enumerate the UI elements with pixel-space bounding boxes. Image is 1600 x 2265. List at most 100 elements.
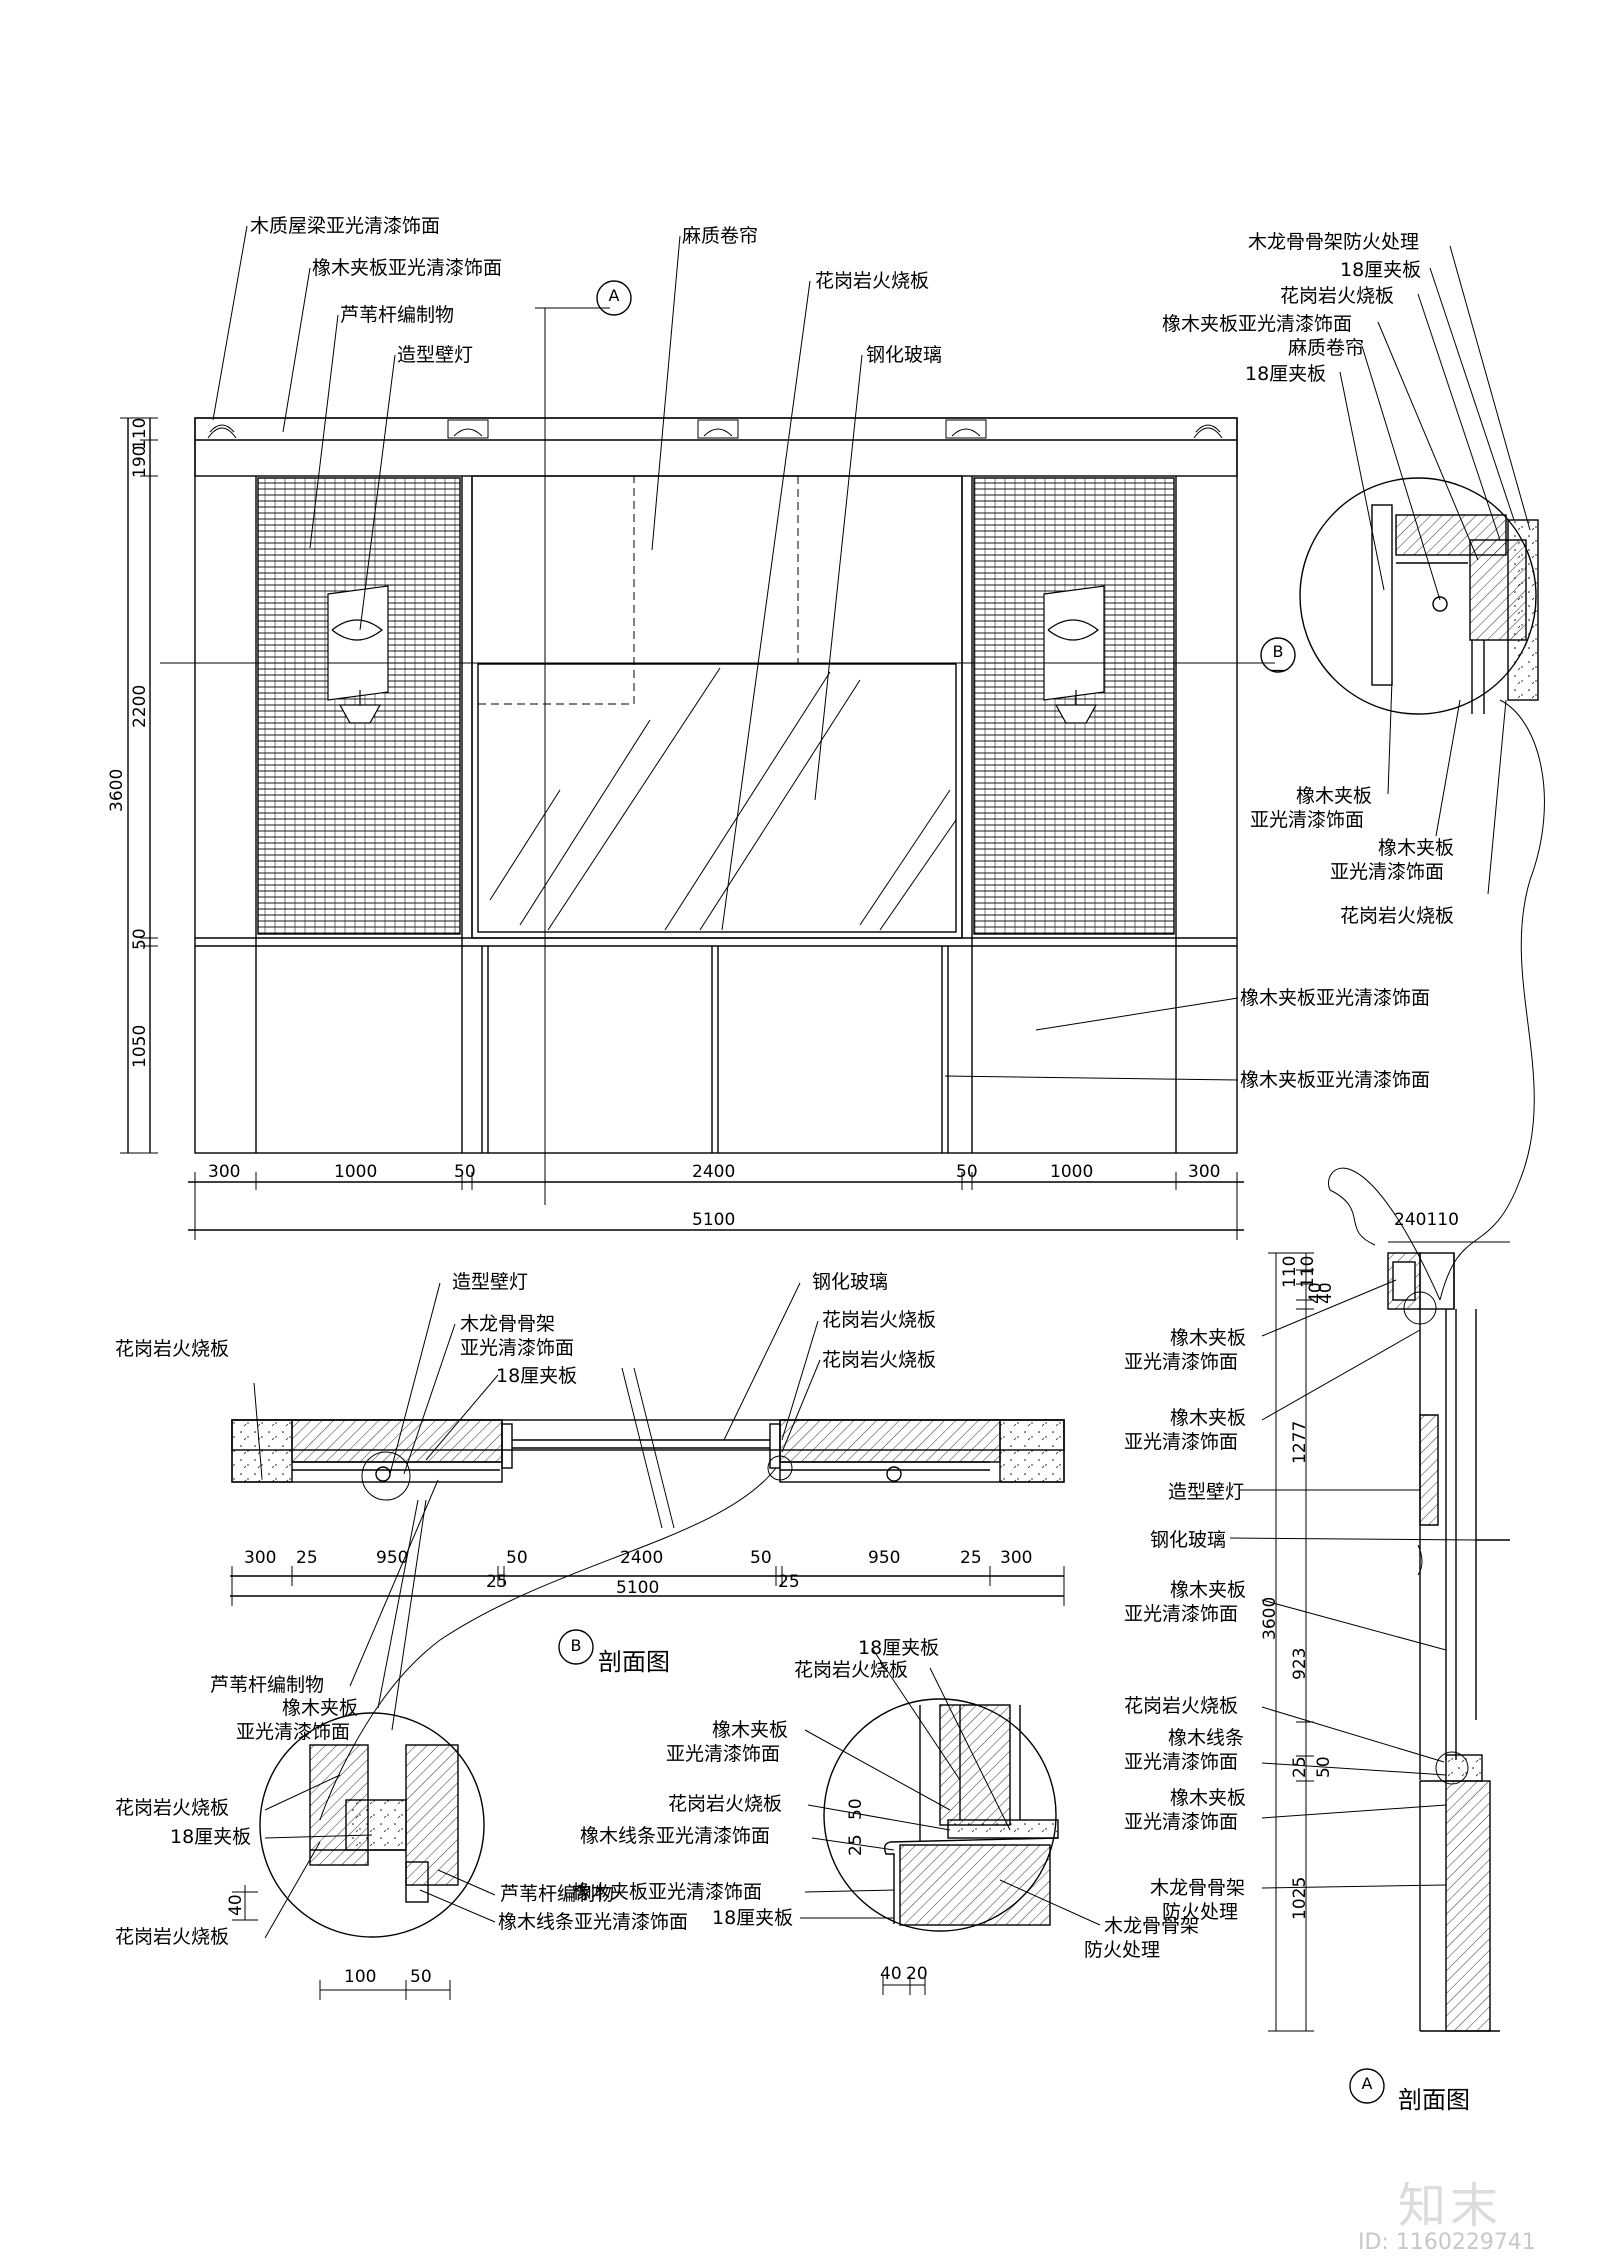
mid-label-ply18-b: 18厘夹板: [712, 1907, 794, 1929]
label-reed-weave: 芦苇杆编制物: [340, 304, 455, 326]
label-beam-finish: 木质屋梁亚光清漆饰面: [250, 215, 441, 237]
detail-small: [232, 1712, 496, 2000]
secA-label-oak4-1: 橡木夹板: [1170, 1787, 1247, 1809]
section-a-drawing: [1229, 1167, 1510, 2104]
secA-dim-40-b: 40: [1316, 1282, 1336, 1304]
plan-dim-25-left: 25: [296, 1548, 318, 1568]
label-oak-veneer-top: 橡木夹板亚光清漆饰面: [312, 257, 503, 279]
secA-label-oak2-1: 橡木夹板: [1170, 1407, 1247, 1429]
small-label-reed: 芦苇杆编制物: [500, 1883, 615, 1905]
label-tempered-glass: 钢化玻璃: [866, 344, 943, 366]
section-mark-b-dash: —: [1270, 660, 1286, 679]
secA-label-oak3-1: 橡木夹板: [1170, 1579, 1247, 1601]
plan-section-mark: B: [570, 1636, 582, 1655]
watermark-brand: 知末: [1398, 2178, 1503, 2234]
label-ply18: 18厘夹板: [1340, 259, 1422, 281]
secA-section-mark: A: [1361, 2074, 1373, 2093]
dim-v-1050: 1050: [130, 1024, 150, 1068]
mid-label-granite: 花岗岩火烧板: [794, 1659, 909, 1681]
small-label-granite-1: 花岗岩火烧板: [115, 1797, 230, 1819]
dim-h-50-left: 50: [454, 1162, 476, 1182]
secA-dim-110-a: 110: [1280, 1255, 1300, 1288]
label-oak-lower-1: 橡木夹板亚光清漆饰面: [1240, 987, 1431, 1009]
dim-h-total: 5100: [692, 1210, 736, 1230]
plan-dim-25-right: 25: [960, 1548, 982, 1568]
mid-label-oak-1: 橡木夹板: [712, 1719, 789, 1741]
plan-dim-5100: 5100: [616, 1578, 660, 1598]
dim-h-1000-left: 1000: [334, 1162, 378, 1182]
mid-label-oakline: 橡木线条亚光清漆饰面: [580, 1825, 771, 1847]
secA-label-keel-2: 防火处理: [1162, 1901, 1239, 1923]
mid-label-keel-2: 防火处理: [1084, 1939, 1161, 1961]
secA-label-line-2: 亚光清漆饰面: [1124, 1751, 1239, 1773]
plan-dim-25-low-right: 25: [778, 1572, 800, 1592]
mid-label-oak-2: 亚光清漆饰面: [666, 1743, 781, 1765]
secA-label-oak1-2: 亚光清漆饰面: [1124, 1351, 1239, 1373]
dim-h-1000-right: 1000: [1050, 1162, 1094, 1182]
secA-label-granite: 花岗岩火烧板: [1124, 1695, 1239, 1717]
mid-label-keel-1: 木龙骨骨架: [1104, 1915, 1200, 1937]
label-oak3-line1: 橡木夹板: [1378, 837, 1455, 859]
wall-lamp-left: [327, 585, 389, 724]
plan-dim-950-left: 950: [376, 1548, 409, 1568]
dim-v-2200: 2200: [130, 684, 150, 728]
secA-label-glass: 钢化玻璃: [1150, 1529, 1227, 1551]
plan-label-granite-r2: 花岗岩火烧板: [822, 1349, 937, 1371]
label-linen-blind: 麻质卷帘: [682, 225, 759, 247]
plan-dim-50-right: 50: [750, 1548, 772, 1568]
label-granite-top: 花岗岩火烧板: [815, 270, 930, 292]
plan-dim-50-left: 50: [506, 1548, 528, 1568]
wall-lamp-right: [1043, 585, 1105, 724]
label-oak3-line2: 亚光清漆饰面: [1330, 861, 1445, 883]
label-granite-2: 花岗岩火烧板: [1340, 905, 1455, 927]
plan-label-granite-left: 花岗岩火烧板: [115, 1338, 230, 1360]
small-dim-50: 50: [410, 1967, 432, 1987]
secA-dim-1277: 1277: [1290, 1420, 1310, 1464]
plan-section-b: [230, 1282, 1065, 1821]
small-label-ply18: 18厘夹板: [170, 1826, 252, 1848]
plan-label-glass: 钢化玻璃: [812, 1271, 889, 1293]
dim-v-50: 50: [130, 928, 150, 950]
secA-dim-3600: 3600: [1260, 1596, 1280, 1640]
plan-label-keel-1: 木龙骨骨架: [460, 1313, 556, 1335]
secA-section-title: 剖面图: [1398, 2086, 1470, 2114]
secA-label-oak1-1: 橡木夹板: [1170, 1327, 1247, 1349]
label-granite: 花岗岩火烧板: [1280, 285, 1395, 307]
label-keel: 木龙骨骨架防火处理: [1248, 231, 1420, 253]
secA-dim-top: 240110: [1394, 1210, 1459, 1230]
plan-dim-25-low-left: 25: [486, 1572, 508, 1592]
plan-label-oak-1: 橡木夹板: [282, 1697, 359, 1719]
secA-dim-25: 25: [1290, 1756, 1310, 1778]
small-dim-40: 40: [226, 1894, 246, 1916]
plan-dim-300-left: 300: [244, 1548, 277, 1568]
mid-label-oak3: 橡木夹板亚光清漆饰面: [572, 1881, 763, 1903]
secA-label-oak4-2: 亚光清漆饰面: [1124, 1811, 1239, 1833]
plan-label-oak-2: 亚光清漆饰面: [236, 1721, 351, 1743]
small-label-oakline: 橡木线条亚光清漆饰面: [498, 1911, 689, 1933]
label-oak2-line2: 亚光清漆饰面: [1250, 809, 1365, 831]
secA-label-keel-1: 木龙骨骨架: [1150, 1877, 1246, 1899]
label-oak-lower-2: 橡木夹板亚光清漆饰面: [1240, 1069, 1431, 1091]
dim-h-300-left: 300: [208, 1162, 241, 1182]
plan-dim-950-right: 950: [868, 1548, 901, 1568]
secA-dim-923: 923: [1290, 1647, 1310, 1680]
dim-h-300-right: 300: [1188, 1162, 1221, 1182]
dim-v-3600: 3600: [107, 768, 127, 812]
plan-dim-2400: 2400: [620, 1548, 664, 1568]
secA-dim-50: 50: [1314, 1756, 1334, 1778]
watermark-id: ID: 1160229741: [1358, 2230, 1536, 2255]
plan-section-title: 剖面图: [598, 1648, 670, 1676]
mid-dim-50: 50: [846, 1798, 866, 1820]
detail-mid: [800, 1647, 1101, 1995]
label-oak-finish: 橡木夹板亚光清漆饰面: [1162, 313, 1353, 335]
plan-label-keel-2: 亚光清漆饰面: [460, 1337, 575, 1359]
label-linen-blind-b: 麻质卷帘: [1288, 337, 1365, 359]
plan-label-reed: 芦苇杆编制物: [210, 1674, 325, 1696]
secA-label-line-1: 橡木线条: [1168, 1727, 1245, 1749]
secA-dim-1025: 1025: [1290, 1876, 1310, 1920]
label-wall-lamp: 造型壁灯: [397, 344, 474, 366]
mid-dim-20: 20: [906, 1964, 928, 1984]
small-label-granite-2: 花岗岩火烧板: [115, 1926, 230, 1948]
